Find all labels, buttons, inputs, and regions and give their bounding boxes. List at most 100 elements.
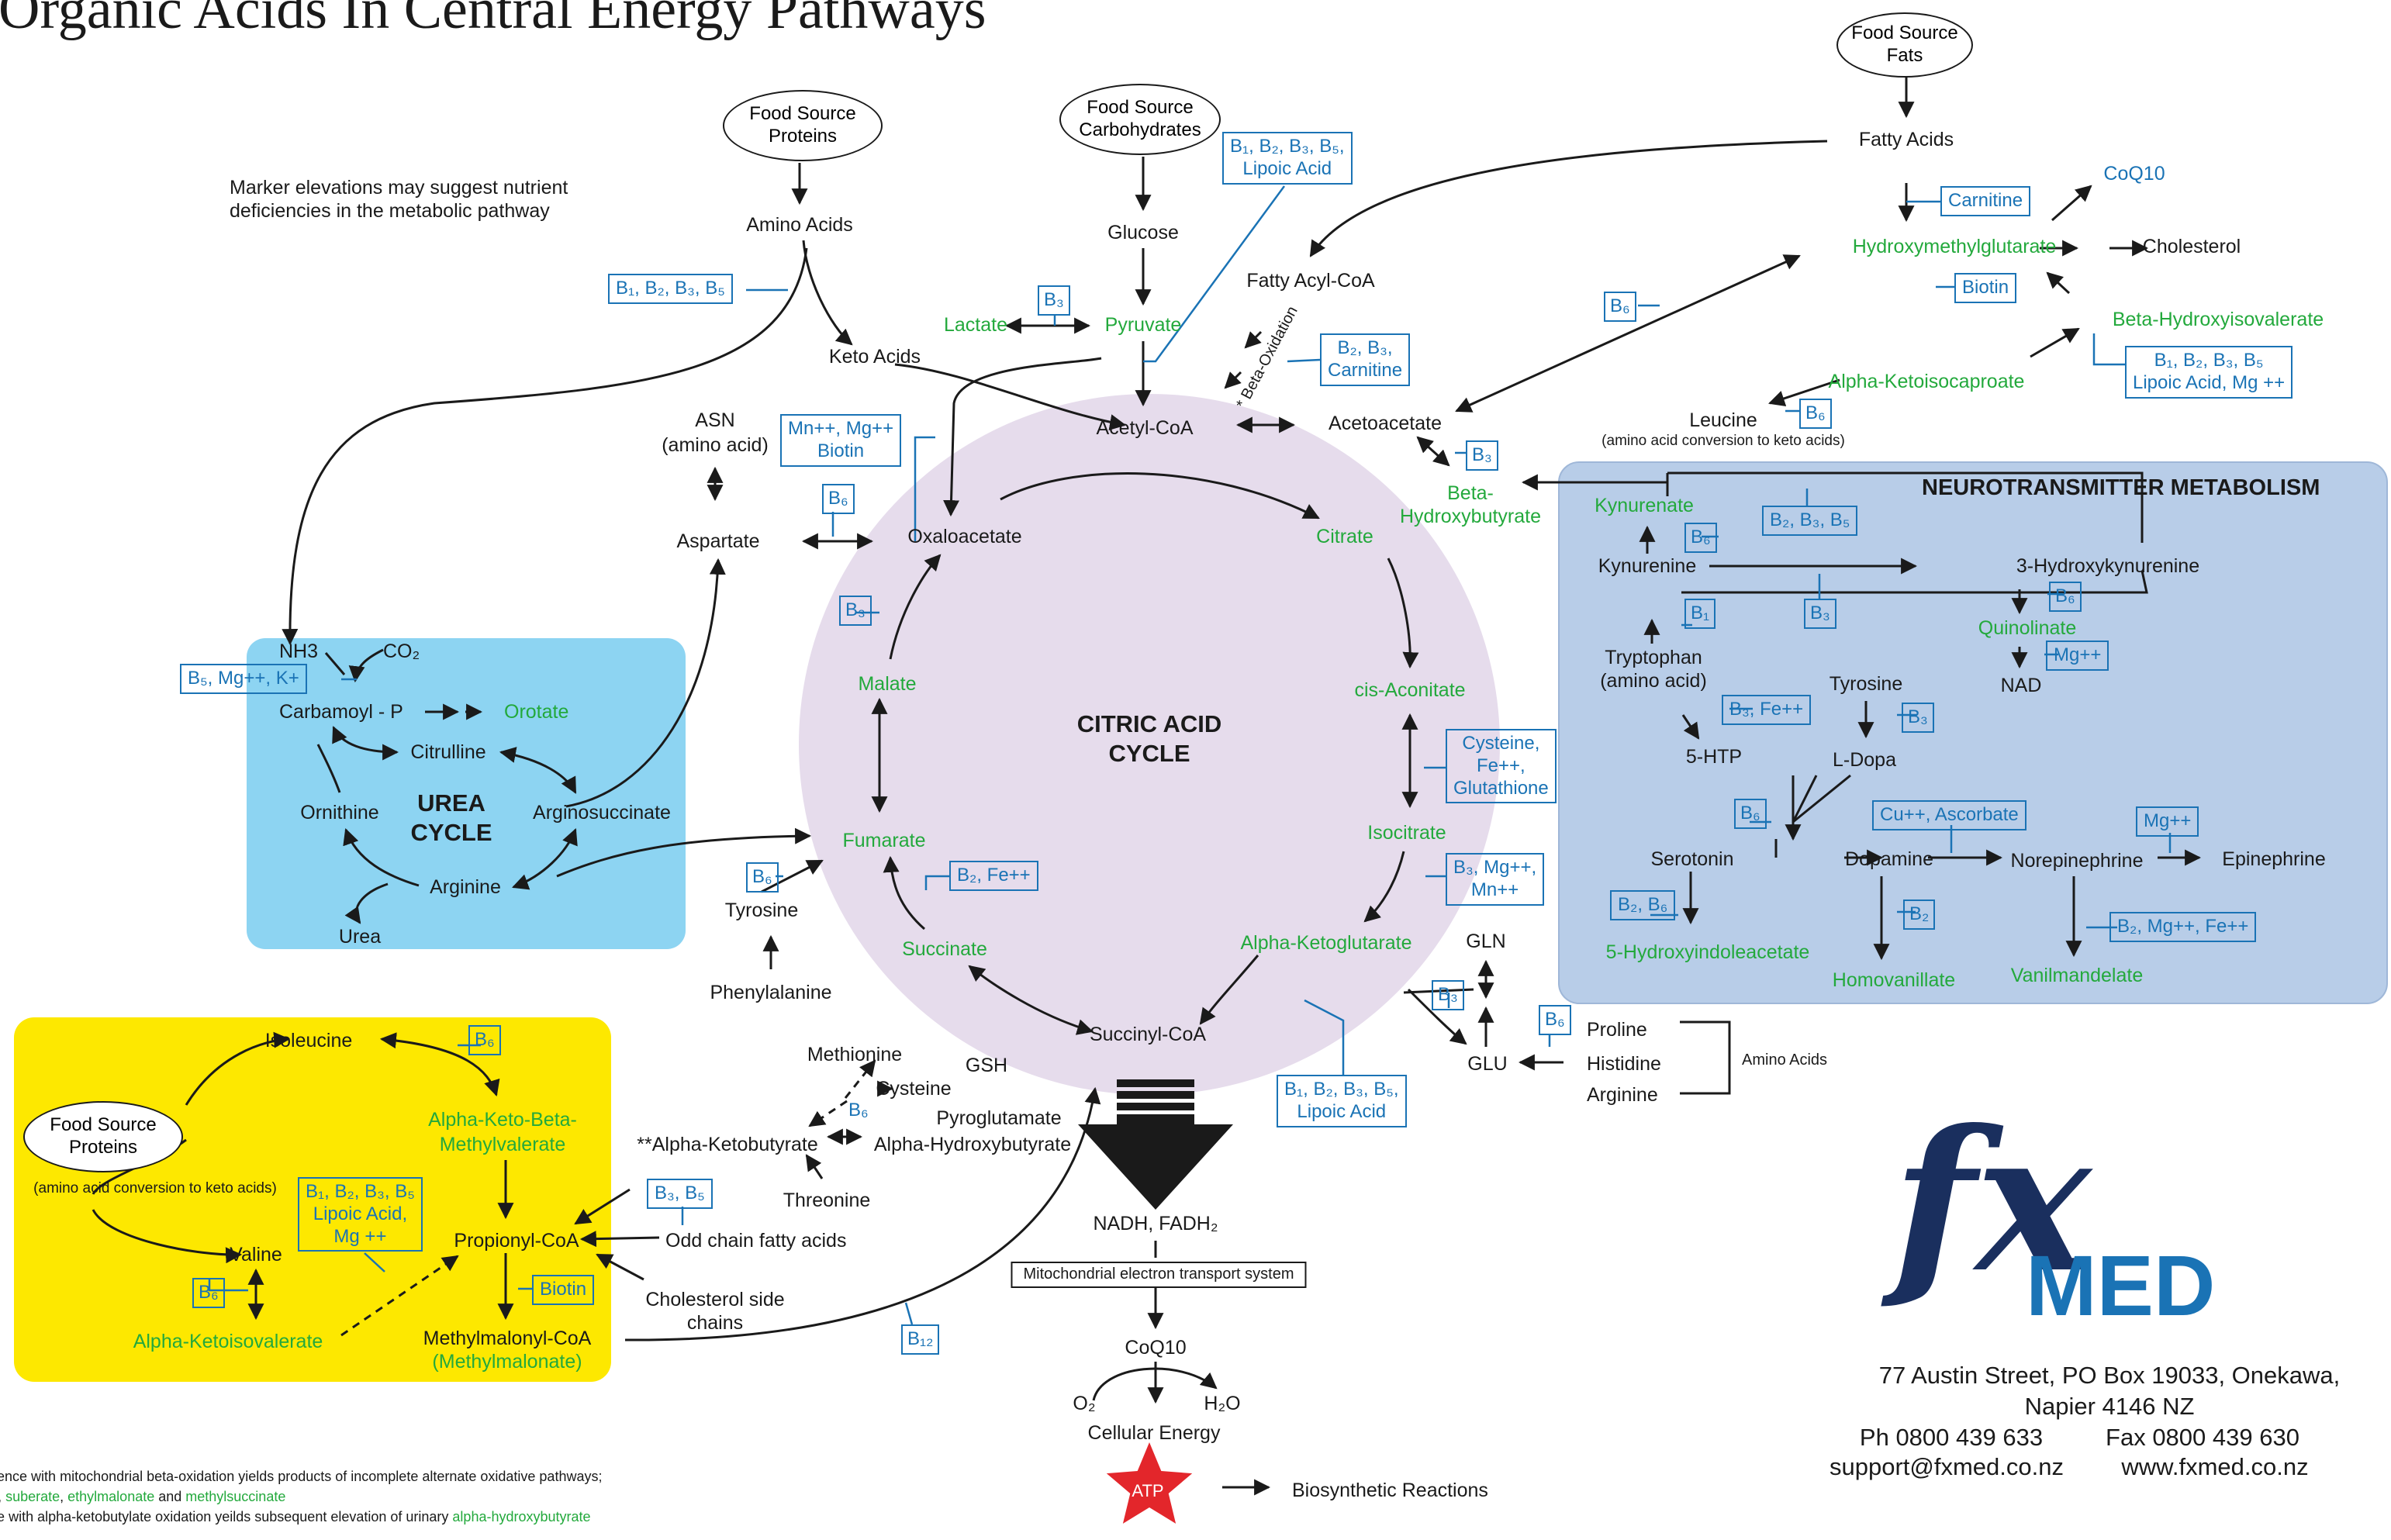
coq10: CoQ10	[1125, 1337, 1187, 1359]
cycle-title-2: CYCLE	[1108, 740, 1190, 767]
cofactor-b3-malate: B₃	[839, 596, 872, 626]
5-hiaa: 5-Hydroxyindoleacetate	[1605, 941, 1810, 963]
cofactor-n-b3-fe: B₃, Fe++	[1722, 695, 1812, 725]
asn-label-1: ASN	[695, 409, 735, 431]
alpha-ketoisovalerate: Alpha-Ketoisovalerate	[133, 1331, 323, 1352]
urea-title-2: CYCLE	[410, 819, 492, 846]
food-source-type: Fats	[1886, 45, 1923, 66]
pathway-arrow	[968, 965, 1094, 1035]
pathway-arrow	[348, 648, 384, 683]
pathway-arrow	[1792, 774, 1851, 824]
cofactor-line: Fe++,	[1477, 754, 1525, 776]
cofactor-connector	[2092, 333, 2125, 366]
cycle-title-1: CITRIC ACID	[1076, 710, 1222, 737]
alpha-ketobutyrate: **Alpha-Ketobutyrate	[637, 1134, 818, 1155]
cofactor-connector	[914, 436, 935, 541]
footnote-fragment: ethylmalonate	[67, 1489, 155, 1504]
cofactor-line: Lipoic Acid, Mg ++	[2133, 371, 2286, 393]
tryptophan-2: (amino acid)	[1600, 670, 1707, 692]
nadh-fadh2: NADH, FADH₂	[1093, 1213, 1218, 1234]
pathway-arrow	[324, 652, 346, 675]
tyrosine-mid: Tyrosine	[724, 899, 799, 921]
glu: GLU	[1467, 1053, 1508, 1075]
beta-hydroxybutyrate-1: Beta-	[1447, 482, 1494, 504]
beta-hydroxybutyrate-2: Hydroxybutyrate	[1399, 506, 1542, 527]
cofactor-b2-fe: B₂, Fe++	[949, 861, 1038, 891]
hydroxymethylglutarate: Hydroxymethylglutarate	[1852, 236, 2057, 257]
cofactor-line: Glutathione	[1453, 777, 1549, 799]
cholesterol-side-chains-1: Cholesterol side	[645, 1289, 785, 1310]
carbamoyl-p: Carbamoyl - P	[279, 701, 403, 723]
cofactor-line: B₁, B₂, B₃, B₅	[306, 1181, 415, 1202]
cofactor-b3-mg-mn: B₃, Mg++,Mn++	[1446, 853, 1545, 906]
vanilmandelate: Vanilmandelate	[2010, 965, 2144, 986]
3-hydroxykynurenine: 3-Hydroxykynurenine	[2016, 555, 2200, 577]
coq10-top: CoQ10	[2103, 163, 2165, 185]
cofactor-biotin-prop: Biotin	[532, 1275, 595, 1305]
cofactor-connector	[1287, 358, 1321, 363]
food-source-label: Food Source	[1851, 22, 1958, 44]
pathway-arrow	[565, 558, 726, 808]
food-source-type: Proteins	[68, 1137, 138, 1158]
acetoacetate: Acetoacetate	[1329, 413, 1442, 434]
pathway-arrow	[379, 1032, 500, 1097]
keto-acids: Keto Acids	[828, 346, 921, 368]
cofactor-b6-ile: B₆	[468, 1025, 501, 1055]
pathway-arrow	[1000, 472, 1320, 520]
pathway-arrow	[883, 855, 925, 931]
isoleucine: Isoleucine	[264, 1030, 353, 1051]
food-source-label: Food Source	[50, 1114, 157, 1136]
oxaloacetate: Oxaloacetate	[907, 526, 1022, 547]
electron-transport-arrow	[1078, 1079, 1233, 1210]
pathway-arrow	[1792, 775, 1818, 823]
cofactor-n-mg: Mg++	[2046, 641, 2109, 671]
pathway-arrow	[579, 1231, 660, 1248]
pathway-arrow	[344, 882, 389, 924]
succinyl-coa: Succinyl-CoA	[1089, 1024, 1207, 1045]
methylmalonate: (Methylmalonate)	[432, 1351, 582, 1373]
arginine: Arginine	[430, 876, 501, 898]
cofactor-line: Mg ++	[333, 1225, 387, 1247]
pathway-arrow	[943, 357, 1102, 517]
food-source-label: Food Source	[749, 103, 856, 125]
epinephrine: Epinephrine	[2222, 848, 2326, 870]
address-line-1: 77 Austin Street, PO Box 19033, Onekawa,	[1878, 1362, 2341, 1389]
website-link[interactable]: www.fxmed.co.nz	[2121, 1453, 2309, 1480]
leucine-note: (amino acid conversion to keto acids)	[1601, 433, 1845, 449]
cofactor-b12: B₁₂	[901, 1324, 940, 1355]
arginosuccinate: Arginosuccinate	[533, 802, 671, 824]
citric-acid-cycle-circle	[799, 394, 1500, 1095]
kynurenine: Kynurenine	[1598, 555, 1697, 577]
pathway-arrow	[1681, 714, 1700, 740]
cofactor-line: Carnitine	[1328, 359, 1403, 381]
footnote-fragment: **Interference with alpha-ketobutylate o…	[0, 1509, 449, 1524]
cofactor-connector	[364, 1252, 385, 1272]
cholesterol: Cholesterol	[2142, 236, 2241, 257]
pathway-arrow	[2051, 185, 2092, 222]
email-link[interactable]: support@fxmed.co.nz	[1830, 1453, 2064, 1480]
fax: Fax 0800 439 630	[2106, 1424, 2299, 1451]
akbmv-1: Alpha-Keto-Beta-	[428, 1109, 577, 1131]
isocitrate: Isocitrate	[1367, 822, 1446, 844]
cofactor-line: B₂, B₃,	[1337, 337, 1393, 358]
cofactor-line: B₁, B₂, B₃, B₅,	[1284, 1079, 1399, 1100]
cofactor-n-b2-mg-fe: B₂, Mg++, Fe++	[2109, 912, 2257, 942]
gln: GLN	[1466, 931, 1506, 952]
cofactor-line: Lipoic Acid	[1242, 157, 1332, 179]
cofactor-n-b1: B₁	[1684, 599, 1716, 629]
cofactor-b6-tyr: B₆	[746, 862, 779, 893]
cofactor-b6-meth: B₆	[848, 1100, 869, 1120]
pathway-arrow	[1244, 330, 1263, 349]
bcaa-panel	[14, 1017, 611, 1382]
pathway-arrow	[808, 1100, 848, 1127]
alpha-ketoglutarate: Alpha-Ketoglutarate	[1240, 932, 1412, 954]
phone: Ph 0800 439 633	[1859, 1424, 2044, 1451]
citrulline: Citrulline	[410, 741, 486, 763]
succinate: Succinate	[902, 938, 987, 960]
pathway-arrow	[512, 828, 578, 890]
cellular-energy: Cellular Energy	[1087, 1422, 1221, 1444]
cofactor-b3-b5: B₃, B₅	[647, 1179, 713, 1209]
